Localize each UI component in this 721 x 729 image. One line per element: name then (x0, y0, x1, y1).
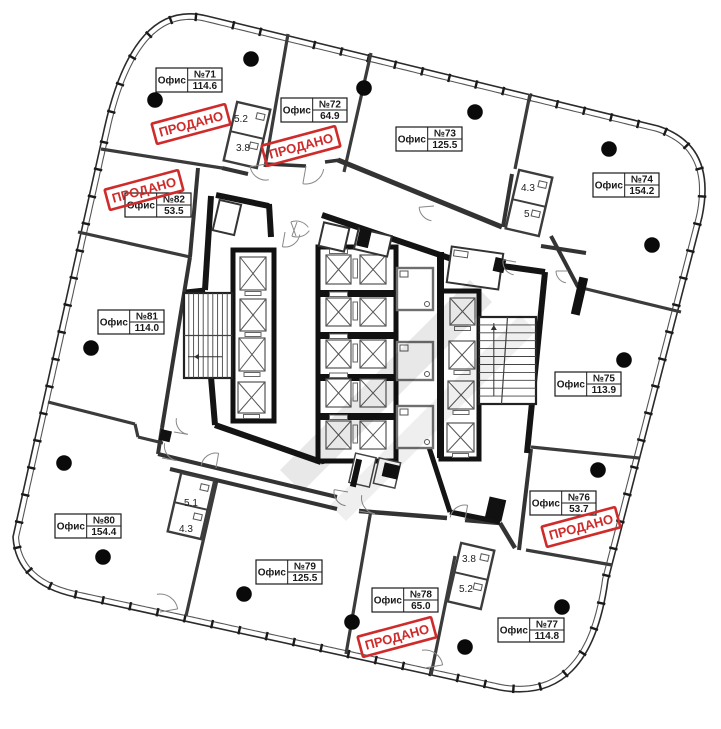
svg-text:114.0: 114.0 (135, 323, 160, 334)
svg-text:4.3: 4.3 (521, 183, 535, 194)
svg-text:114.8: 114.8 (535, 631, 560, 642)
svg-text:113.9: 113.9 (592, 385, 617, 396)
svg-text:5.2: 5.2 (234, 114, 248, 125)
svg-text:Офис: Офис (532, 498, 561, 510)
svg-text:№79: №79 (294, 562, 317, 573)
svg-text:64.9: 64.9 (320, 111, 340, 122)
svg-text:125.5: 125.5 (432, 140, 457, 151)
svg-text:№72: №72 (319, 100, 342, 111)
svg-text:№75: №75 (593, 374, 616, 385)
svg-text:№76: №76 (568, 493, 591, 504)
svg-text:5: 5 (524, 209, 530, 220)
svg-text:№74: №74 (631, 175, 654, 186)
svg-text:5.1: 5.1 (184, 498, 198, 509)
svg-text:Офис: Офис (374, 595, 403, 607)
svg-text:Офис: Офис (283, 105, 312, 117)
svg-text:5.2: 5.2 (459, 584, 473, 595)
svg-text:№81: №81 (136, 312, 159, 323)
svg-text:№78: №78 (410, 590, 433, 601)
svg-text:3.8: 3.8 (462, 554, 476, 565)
svg-text:Офис: Офис (557, 379, 586, 391)
svg-text:№82: №82 (163, 195, 186, 206)
svg-text:125.5: 125.5 (292, 573, 317, 584)
svg-text:154.4: 154.4 (91, 527, 116, 538)
svg-text:№71: №71 (194, 70, 217, 81)
svg-text:№73: №73 (434, 129, 457, 140)
svg-text:Офис: Офис (595, 180, 624, 192)
svg-text:65.0: 65.0 (411, 601, 431, 612)
svg-text:53.7: 53.7 (569, 504, 589, 515)
svg-text:№77: №77 (536, 620, 559, 631)
svg-text:3.8: 3.8 (236, 143, 250, 154)
svg-text:Офис: Офис (398, 134, 427, 146)
svg-text:Офис: Офис (57, 521, 86, 533)
svg-text:Офис: Офис (500, 625, 529, 637)
svg-text:114.6: 114.6 (193, 81, 218, 92)
svg-text:4.3: 4.3 (179, 524, 193, 535)
svg-text:Офис: Офис (100, 317, 129, 329)
svg-text:53.5: 53.5 (164, 206, 184, 217)
svg-text:154.2: 154.2 (629, 186, 654, 197)
svg-text:№80: №80 (93, 516, 116, 527)
svg-text:Офис: Офис (258, 567, 287, 579)
svg-text:Офис: Офис (158, 75, 187, 87)
